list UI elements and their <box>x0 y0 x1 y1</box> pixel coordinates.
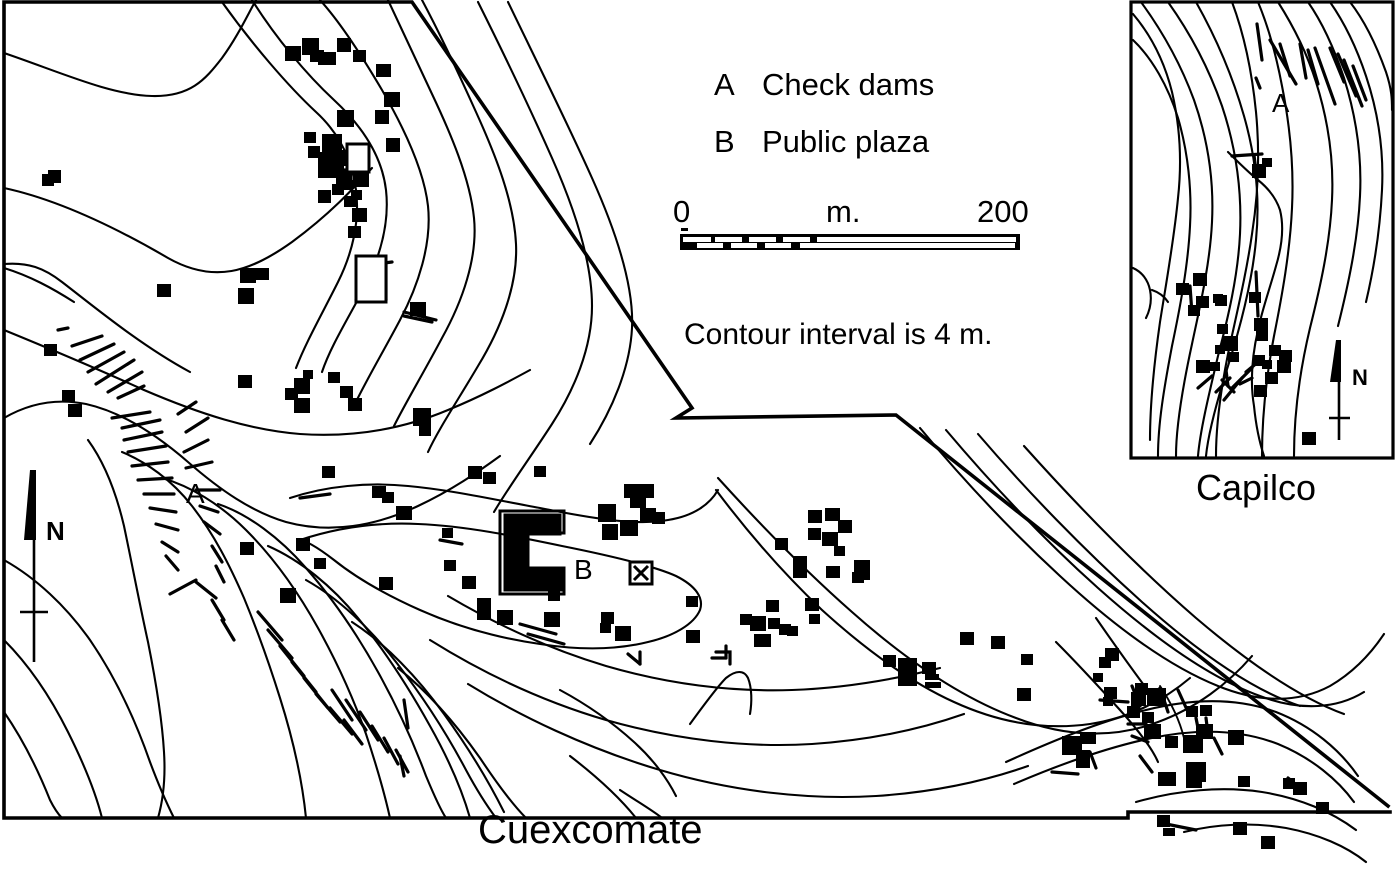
main-map-boundary <box>2 0 1392 820</box>
scale-bar-graphic <box>680 228 1020 250</box>
plaza-east-structure <box>628 560 654 586</box>
compass-label-inset: N <box>1352 365 1368 390</box>
legend-label-public-plaza: Public plaza <box>762 124 930 159</box>
compass-label-main: N <box>46 516 65 546</box>
scale-max-label: 200 <box>977 194 1029 229</box>
north-arrow-inset <box>1329 340 1350 440</box>
main-map-open-structures <box>345 142 732 666</box>
legend-key-a: A <box>714 67 735 102</box>
main-map-contours <box>2 0 1386 864</box>
scale-min-label: 0 <box>673 194 691 229</box>
contour-interval-note: Contour interval is 4 m. <box>684 318 993 351</box>
public-plaza-structure <box>498 509 566 596</box>
inset-mounds <box>1176 158 1316 445</box>
legend-key-b: B <box>714 124 735 159</box>
main-map-title: Cuexcomate <box>478 808 703 852</box>
inset-map-capilco <box>1129 0 1395 460</box>
scale-unit-label: m. <box>826 194 861 229</box>
check-dam-ticks-main <box>56 156 1302 832</box>
map-letter-a: A <box>186 478 205 509</box>
inset-letter-a: A <box>1272 88 1290 118</box>
north-arrow-main <box>20 470 48 662</box>
inset-map-title: Capilco <box>1196 467 1317 508</box>
legend-label-check-dams: Check dams <box>762 67 935 102</box>
map-letter-b: B <box>574 554 593 585</box>
